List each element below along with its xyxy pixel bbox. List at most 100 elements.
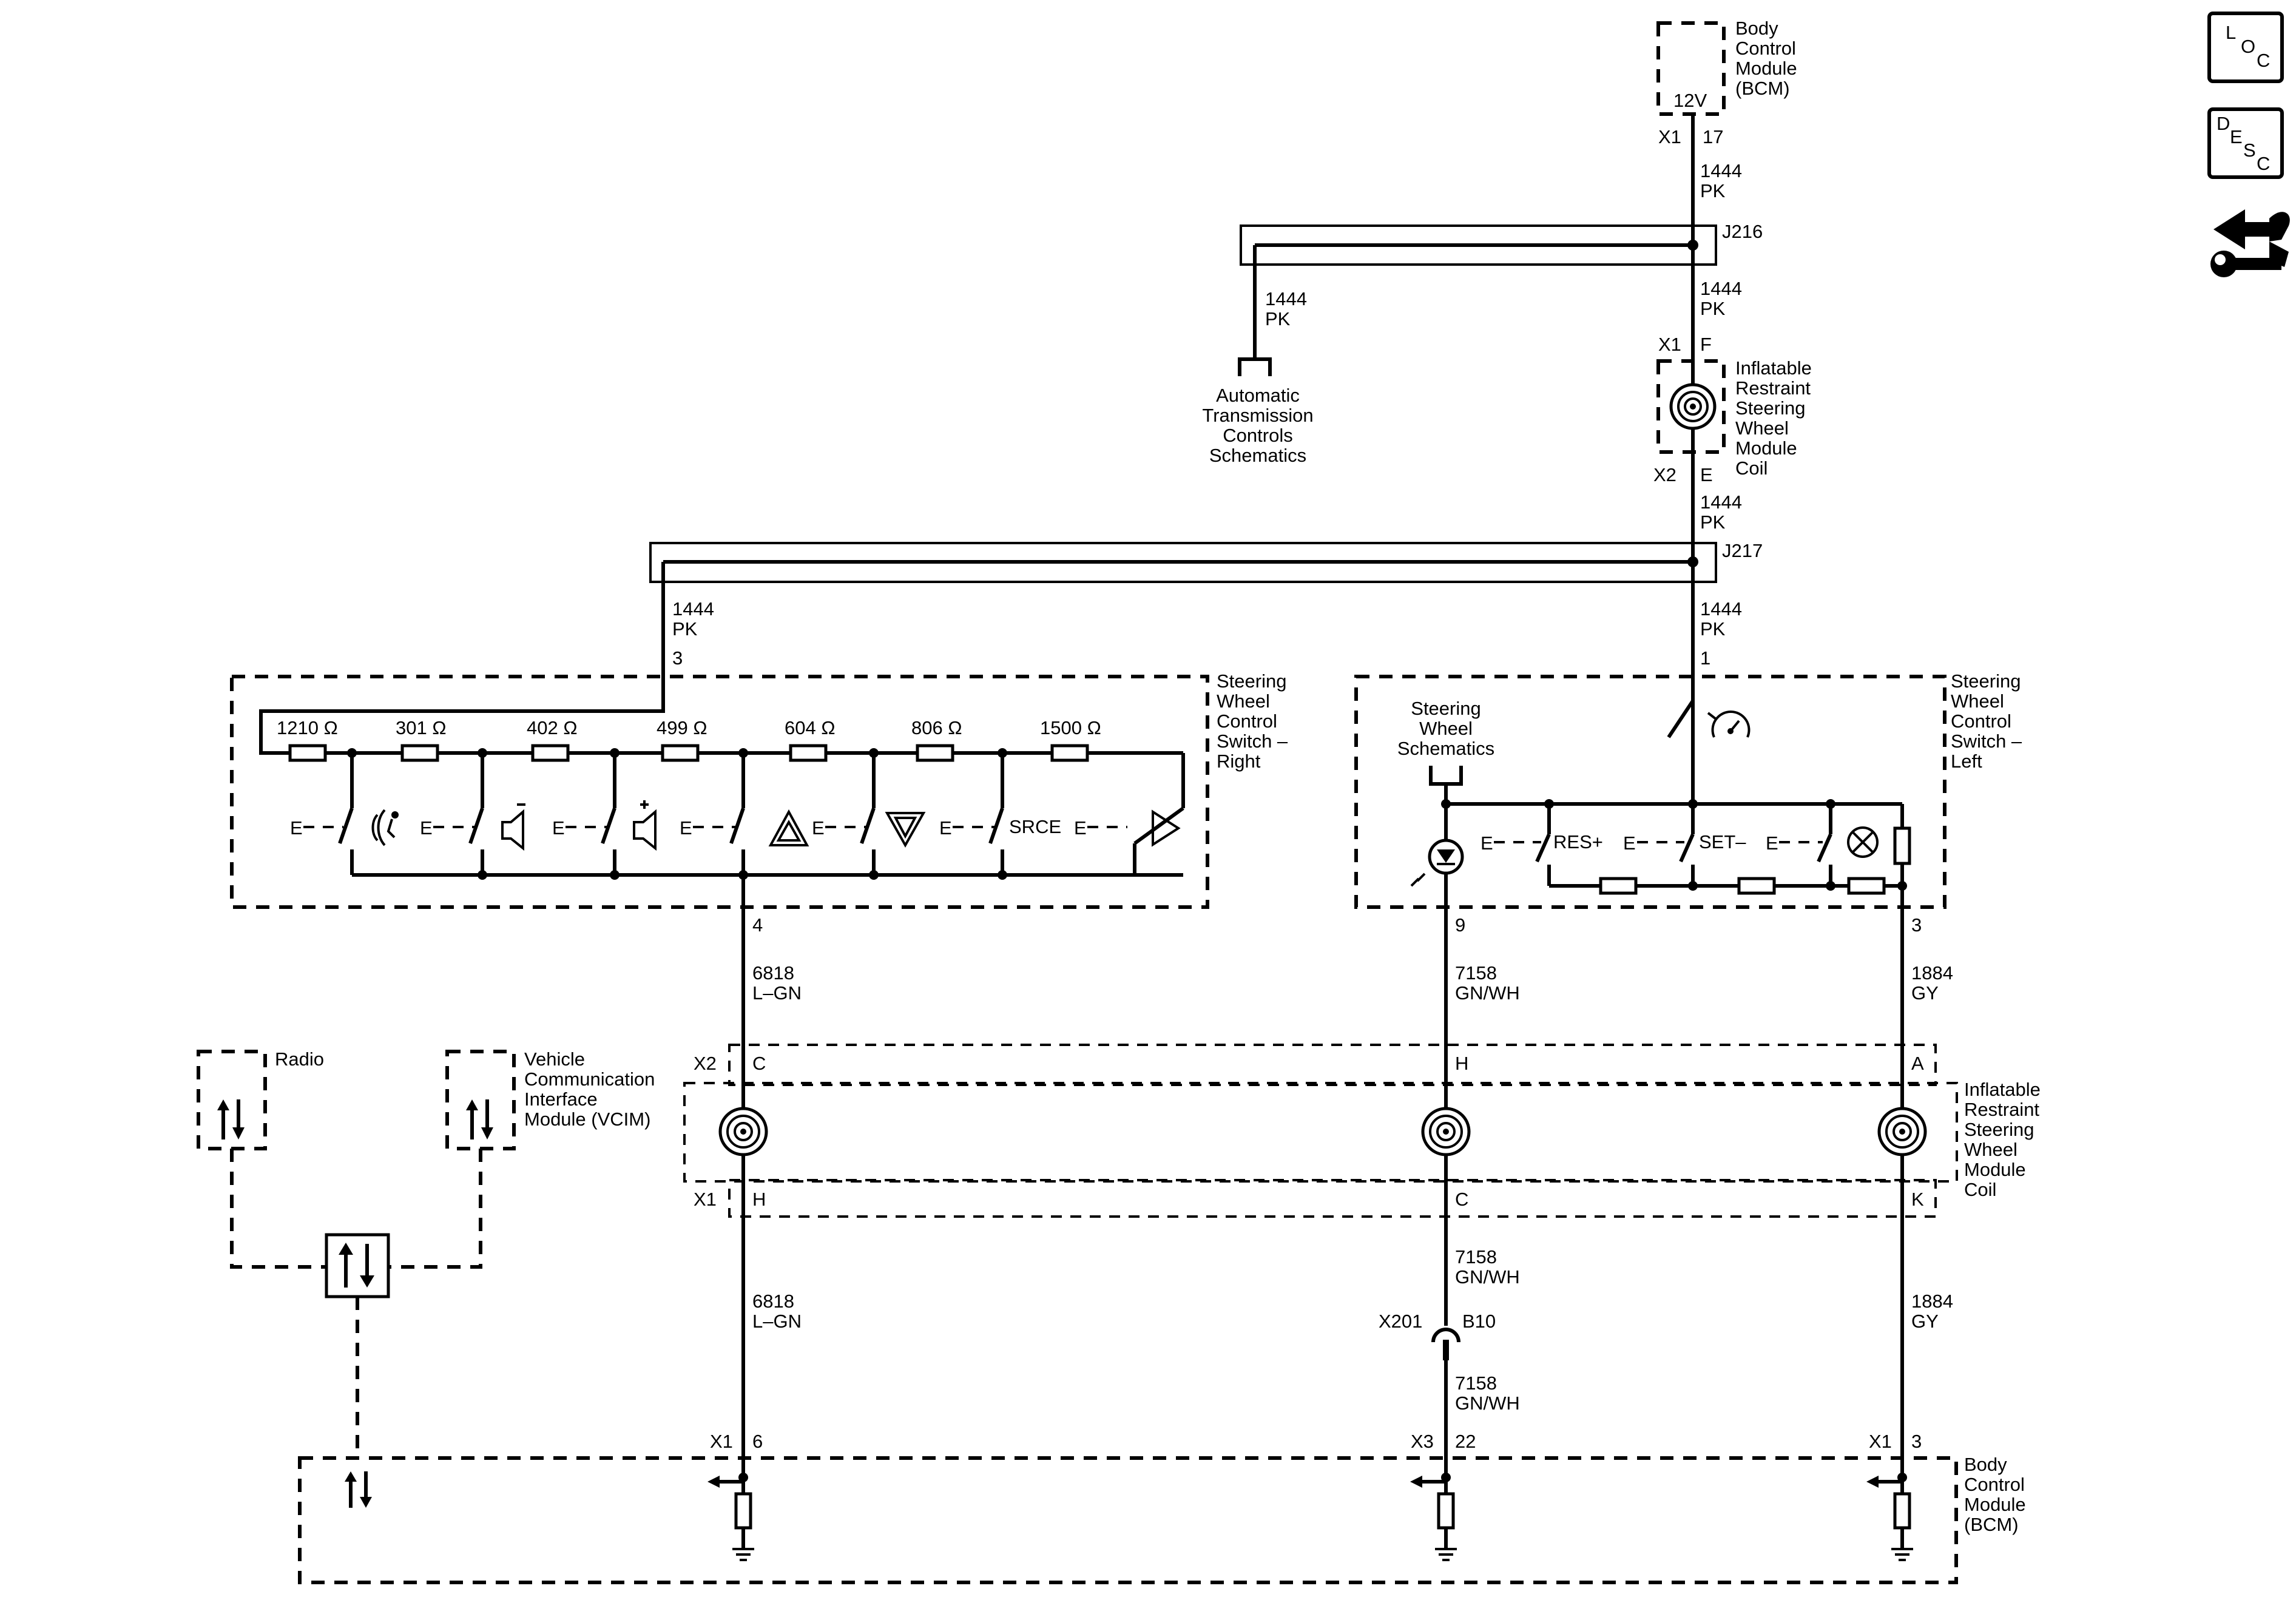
- svg-text:E: E: [680, 817, 692, 839]
- svg-text:Inflatable: Inflatable: [1964, 1079, 2041, 1100]
- data-arrows-icon: [217, 1099, 245, 1139]
- svg-text:C: C: [752, 1053, 766, 1074]
- svg-text:X1: X1: [694, 1189, 717, 1210]
- svg-text:PK: PK: [1700, 180, 1726, 201]
- svg-text:(BCM): (BCM): [1964, 1514, 2019, 1535]
- cruise-speedometer-icon: [1707, 711, 1751, 738]
- svg-text:K: K: [1911, 1189, 1924, 1210]
- svg-text:E: E: [552, 817, 565, 839]
- hazard-up-icon: [768, 809, 809, 846]
- svg-text:1500 Ω: 1500 Ω: [1040, 717, 1101, 738]
- svg-text:Restraint: Restraint: [1735, 377, 1811, 399]
- splice-j216: J216: [1240, 221, 1763, 358]
- svg-text:1444: 1444: [1700, 491, 1742, 513]
- svg-text:1444: 1444: [672, 598, 714, 619]
- atc-schematics-ref[interactable]: Automatic Transmission Controls Schemati…: [1202, 357, 1314, 466]
- svg-text:7158: 7158: [1455, 1372, 1497, 1394]
- swc-left[interactable]: Steering Wheel Control Switch – Left Ste…: [1354, 664, 2022, 936]
- svg-text:E: E: [1766, 832, 1778, 854]
- coil-spiral-2: [1421, 1107, 1471, 1156]
- bcm-input-2: [1410, 1473, 1457, 1561]
- svg-text:1210 Ω: 1210 Ω: [277, 717, 338, 738]
- bcm-top-voltage: 12V: [1673, 90, 1707, 111]
- coil-spiral-3: [1877, 1107, 1927, 1156]
- resistor-402: 402 Ω: [527, 717, 578, 762]
- inline-connector-x201[interactable]: X201 B10: [1379, 1311, 1496, 1360]
- desc-button[interactable]: D E S C: [2207, 107, 2284, 179]
- serial-data-splice: [325, 1233, 390, 1298]
- svg-text:GN/WH: GN/WH: [1455, 1393, 1520, 1414]
- svg-text:(BCM): (BCM): [1735, 78, 1790, 99]
- vcim-module[interactable]: Vehicle Communication Interface Module (…: [445, 1048, 655, 1150]
- switch-source[interactable]: E: [1074, 753, 1185, 875]
- svg-text:402 Ω: 402 Ω: [527, 717, 578, 738]
- bcm-bottom[interactable]: Body Control Module (BCM) X1 6 X3 22 X1 …: [298, 1431, 2026, 1584]
- svg-text:3: 3: [672, 647, 683, 669]
- svg-text:1444: 1444: [1700, 278, 1742, 299]
- resistor-499: 499 Ω: [657, 717, 707, 762]
- steering-wheel-schematics-ref[interactable]: Steering Wheel Schematics: [1397, 698, 1494, 786]
- switch-volume-up[interactable]: E: [633, 753, 809, 875]
- resistor-left-1: [1599, 877, 1638, 895]
- svg-text:6: 6: [752, 1431, 763, 1452]
- swc-right[interactable]: Steering Wheel Control Switch – Right 12…: [230, 670, 1288, 936]
- svg-text:E: E: [1481, 832, 1493, 854]
- switch-volume-down[interactable]: E: [552, 753, 616, 875]
- svg-text:Module: Module: [1735, 437, 1797, 459]
- svg-text:D: D: [2217, 113, 2230, 134]
- repair-procedures-icon[interactable]: [2210, 209, 2290, 277]
- steering-coil-top[interactable]: X1 F Inflatable Restraint Steering Wheel…: [1653, 334, 1812, 485]
- svg-text:1444: 1444: [1700, 160, 1742, 181]
- steering-coil-bottom[interactable]: X2 X1 C H A H C K Inflatable Restraint S…: [683, 1044, 2041, 1218]
- svg-text:A: A: [1911, 1053, 1924, 1074]
- svg-text:301 Ω: 301 Ω: [396, 717, 447, 738]
- svg-text:3: 3: [1911, 914, 1922, 936]
- svg-text:Schematics: Schematics: [1209, 445, 1306, 466]
- srce-label: SRCE: [1009, 816, 1061, 837]
- svg-text:Body: Body: [1964, 1454, 2007, 1475]
- svg-text:1444: 1444: [1700, 598, 1742, 619]
- svg-text:E: E: [939, 817, 952, 839]
- set-minus-switch[interactable]: E SET–: [1623, 804, 1746, 886]
- svg-text:Body: Body: [1735, 18, 1778, 39]
- svg-text:H: H: [1455, 1053, 1468, 1074]
- bcm-top-pin: 17: [1703, 126, 1723, 147]
- loc-button[interactable]: L O C: [2207, 12, 2284, 83]
- svg-text:Control: Control: [1964, 1474, 2025, 1495]
- cancel-switch[interactable]: E: [1766, 804, 1879, 886]
- svg-text:L–GN: L–GN: [752, 982, 802, 1004]
- svg-text:Switch –: Switch –: [1951, 731, 2022, 752]
- cruise-on-off-switch[interactable]: [1667, 664, 1751, 804]
- svg-text:C: C: [2257, 50, 2270, 71]
- switch-seek-up[interactable]: E: [812, 753, 926, 875]
- svg-text:Wheel: Wheel: [1735, 417, 1789, 439]
- svg-text:Inflatable: Inflatable: [1735, 357, 1812, 379]
- svg-text:Interface: Interface: [524, 1089, 598, 1110]
- svg-text:PK: PK: [1700, 618, 1726, 640]
- svg-text:Left: Left: [1951, 751, 1982, 772]
- data-arrows-icon: [466, 1099, 493, 1139]
- svg-text:O: O: [2241, 36, 2255, 57]
- switch-voice[interactable]: E: [290, 753, 399, 875]
- switch-seek-down[interactable]: E SRCE: [939, 753, 1061, 875]
- switch-mute[interactable]: E: [420, 753, 525, 875]
- svg-text:Module: Module: [1735, 58, 1797, 79]
- svg-text:Steering: Steering: [1735, 397, 1805, 419]
- backlight-led: [1410, 804, 1464, 907]
- svg-text:PK: PK: [1265, 308, 1291, 329]
- svg-text:1884: 1884: [1911, 962, 1953, 984]
- svg-text:806 Ω: 806 Ω: [911, 717, 962, 738]
- svg-text:Restraint: Restraint: [1964, 1099, 2039, 1120]
- res-plus-switch[interactable]: E RES+: [1481, 804, 1603, 886]
- svg-text:Radio: Radio: [275, 1048, 324, 1070]
- radio-module[interactable]: Radio: [197, 1048, 324, 1150]
- data-arrows-icon: [345, 1471, 372, 1508]
- svg-text:Module (VCIM): Module (VCIM): [524, 1109, 650, 1130]
- svg-text:E: E: [1623, 832, 1636, 854]
- svg-text:B10: B10: [1462, 1311, 1496, 1332]
- svg-text:6818: 6818: [752, 1291, 794, 1312]
- bcm-top[interactable]: Body Control Module (BCM) 12V X1 17: [1656, 18, 1797, 147]
- svg-text:Coil: Coil: [1964, 1179, 1996, 1200]
- svg-text:Communication: Communication: [524, 1068, 655, 1090]
- svg-text:F: F: [1700, 334, 1712, 355]
